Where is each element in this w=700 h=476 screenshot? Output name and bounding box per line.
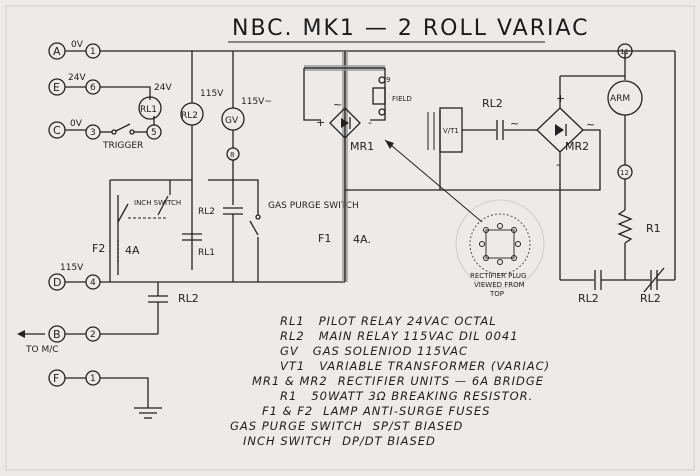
label-rl2-cap-right: RL2 xyxy=(640,292,661,305)
label-rl1-contact: RL1 xyxy=(198,248,215,258)
terminal-2-label: 2 xyxy=(90,330,96,340)
label-0v-c: 0V xyxy=(70,119,83,129)
terminal-e-label: E xyxy=(53,81,60,94)
terminal-a-row: A 1 0V xyxy=(48,40,625,60)
gv-label: GV xyxy=(225,116,239,126)
label-field: FIELD xyxy=(392,95,412,103)
terminal-b-row: B 2 TO M/C xyxy=(17,325,158,355)
rectifier-plug: RECTIFIER PLUG VIEWED FROM TOP xyxy=(384,139,545,298)
terminal-4-label: 4 xyxy=(90,278,96,288)
label-tilde-mr2: ~ xyxy=(586,118,595,131)
terminal-3-label: 3 xyxy=(90,128,96,138)
fuse-f2: F2 4A xyxy=(92,240,140,262)
terminal-1-label: 1 xyxy=(90,47,96,57)
label-0v-a: 0V xyxy=(71,40,84,50)
field-winding xyxy=(372,87,386,105)
arrow-to-mc xyxy=(17,330,25,338)
mr1-bridge xyxy=(329,107,361,139)
rl2-contact-gas: RL2 GAS PURGE SWITCH xyxy=(198,180,359,282)
field-rectifier-mr1: + - ~ MR1 9 FIELD F1 4A. xyxy=(303,51,440,282)
plug-caption-3: TOP xyxy=(489,290,504,298)
label-mr2: MR2 xyxy=(565,140,589,153)
label-mr1: MR1 xyxy=(350,140,374,153)
terminal-b-label: B xyxy=(53,328,61,341)
label-plus-mr1: + xyxy=(316,116,325,129)
armature-rectifier-mr2: + - ~ MR2 xyxy=(440,75,625,280)
label-vti: V/T1 xyxy=(443,127,459,135)
diagram-title: NBC. MK1 — 2 ROLL VARIAC xyxy=(232,16,590,41)
trigger-switch xyxy=(115,123,131,132)
terminal-f-label: F xyxy=(53,372,59,385)
inch-switch: INCH SWITCH xyxy=(110,179,192,275)
rl1-contact: RL1 xyxy=(182,233,215,258)
label-trigger: TRIGGER xyxy=(102,141,143,151)
label-minus-mr1: - xyxy=(368,116,372,129)
label-rl2-bottom: RL2 xyxy=(178,292,199,305)
terminal-1b-label: 1 xyxy=(90,374,96,384)
terminal-5-label: 5 xyxy=(151,128,157,138)
label-rl2-cap-left: RL2 xyxy=(578,292,599,305)
label-inch-switch: INCH SWITCH xyxy=(134,199,181,207)
plug-caption-1: RECTIFIER PLUG xyxy=(470,272,526,280)
gas-solenoid-gv: GV 115V~ 8 xyxy=(208,51,272,215)
label-f1: F1 xyxy=(318,232,331,245)
rl1-coil-label: RL1 xyxy=(140,105,157,115)
terminal-d-label: D xyxy=(53,276,61,289)
plug-caption-2: VIEWED FROM xyxy=(474,281,525,289)
plug-pointer xyxy=(384,139,483,223)
label-24v-rl1: 24V xyxy=(154,83,172,93)
label-4a-f1: 4A. xyxy=(353,233,371,246)
terminal-c-label: C xyxy=(53,124,61,137)
label-tilde-vti: ~ xyxy=(510,117,519,130)
terminal-c-row: C 3 0V 5 TRIGGER xyxy=(48,116,162,151)
page-border xyxy=(5,5,695,471)
label-f2: F2 xyxy=(92,242,105,255)
gas-purge-switch xyxy=(249,220,259,236)
terminal-8-label: 8 xyxy=(230,151,234,159)
relay-rl2-coil: RL2 115V xyxy=(180,51,224,270)
armature-label: ARM xyxy=(610,94,630,104)
terminal-6-label: 6 xyxy=(90,83,96,93)
label-115v-d: 115V xyxy=(60,263,84,273)
label-rl2-vti: RL2 xyxy=(482,97,503,110)
label-tilde-mr1: ~ xyxy=(333,98,342,111)
terminal-a-label: A xyxy=(53,45,61,58)
terminal-f-row: F 1 xyxy=(48,369,162,419)
label-4a-f2: 4A xyxy=(125,244,140,257)
rl2-coil-label: RL2 xyxy=(181,111,198,121)
label-rl2-contact: RL2 xyxy=(198,207,215,217)
armature-branch: 11 ARM 12 R1 RL2 RL2 xyxy=(560,43,676,305)
label-gas-purge: GAS PURGE SWITCH xyxy=(268,201,359,211)
terminal-12-label: 12 xyxy=(620,169,629,177)
label-115v-gv: 115V~ xyxy=(241,97,272,107)
terminal-9-label: 9 xyxy=(386,76,390,84)
variac-vt1: V/T1 RL2 ~ xyxy=(427,97,530,190)
label-minus-mr2: - xyxy=(556,158,560,171)
terminal-e-row: E 6 24V xyxy=(48,73,151,100)
label-115v-rl2: 115V xyxy=(200,89,224,99)
resistor-r1 xyxy=(617,209,633,244)
label-r1: R1 xyxy=(646,222,661,235)
rl2-bottom-contact: RL2 xyxy=(148,282,199,334)
terminal-d-row: D 4 115V xyxy=(48,263,345,291)
label-to-mc: TO M/C xyxy=(25,345,59,355)
relay-rl1-coil: RL1 24V xyxy=(138,83,172,120)
label-24v-e: 24V xyxy=(68,73,86,83)
terminal-11-label: 11 xyxy=(620,48,629,56)
